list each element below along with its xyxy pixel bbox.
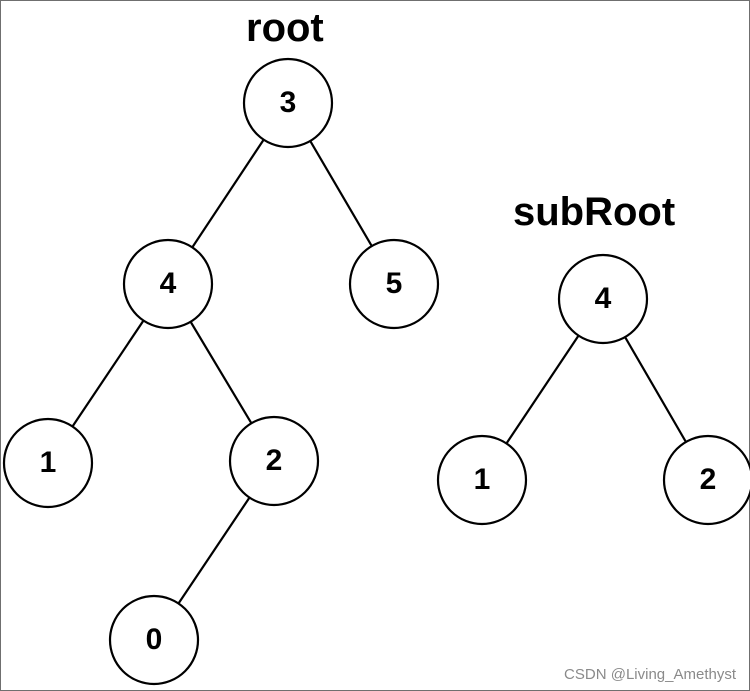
node-label: 3	[280, 86, 297, 119]
node-circle	[436, 434, 528, 526]
tree-node: 4	[122, 238, 214, 330]
tree-node: 2	[662, 434, 750, 526]
tree-node: 5	[348, 238, 440, 330]
node-label: 1	[40, 446, 57, 479]
subroot-tree-title: subRoot	[513, 190, 676, 234]
node-label: 4	[595, 282, 612, 315]
node-label: 0	[146, 623, 163, 656]
node-circle	[108, 594, 200, 686]
node-circle	[348, 238, 440, 330]
node-label: 4	[160, 267, 177, 300]
tree-subRoot: 4 1 2	[436, 253, 750, 526]
node-circle	[2, 417, 94, 509]
node-label: 2	[266, 444, 283, 477]
node-circle	[242, 57, 334, 149]
node-circle	[557, 253, 649, 345]
node-label: 5	[386, 267, 403, 300]
node-circle	[228, 415, 320, 507]
tree-node: 0	[108, 594, 200, 686]
node-label: 2	[700, 463, 717, 496]
tree-node: 2	[228, 415, 320, 507]
node-circle	[122, 238, 214, 330]
root-tree-title: root	[246, 6, 324, 50]
tree-node: 1	[2, 417, 94, 509]
tree-root: 3 4 5 1 2 0	[2, 57, 440, 686]
watermark-text: CSDN @Living_Amethyst	[564, 666, 736, 683]
node-label: 1	[474, 463, 491, 496]
tree-node: 1	[436, 434, 528, 526]
node-circle	[662, 434, 750, 526]
tree-node: 4	[557, 253, 649, 345]
tree-node: 3	[242, 57, 334, 149]
